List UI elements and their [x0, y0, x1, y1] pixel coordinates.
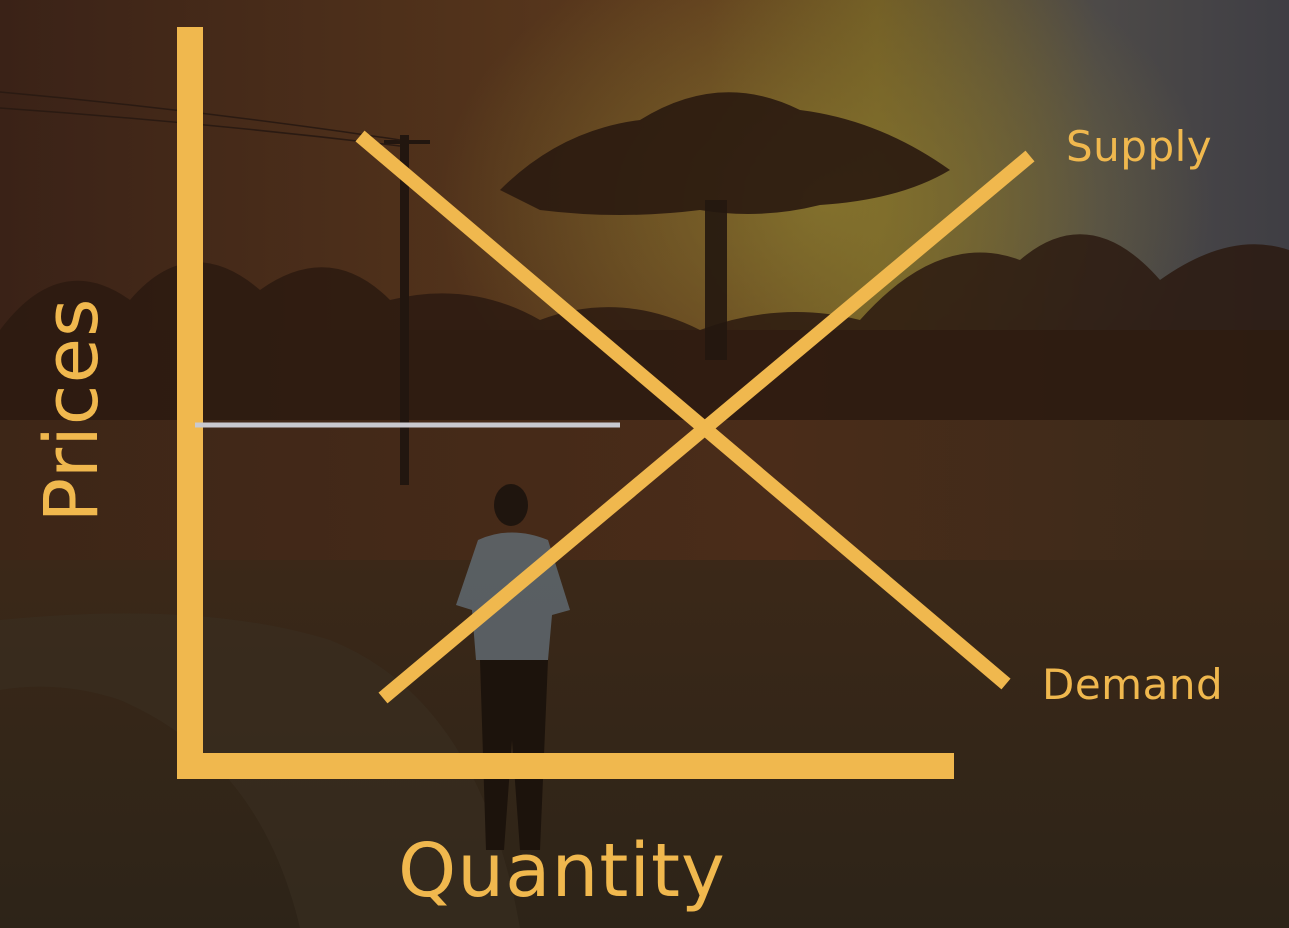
y-axis-label: Prices	[29, 297, 115, 523]
x-axis-label: Quantity	[398, 828, 726, 914]
supply-curve	[378, 150, 1035, 704]
demand-curve	[355, 130, 1011, 690]
supply-label: Supply	[1066, 122, 1213, 171]
demand-label: Demand	[1042, 660, 1224, 709]
